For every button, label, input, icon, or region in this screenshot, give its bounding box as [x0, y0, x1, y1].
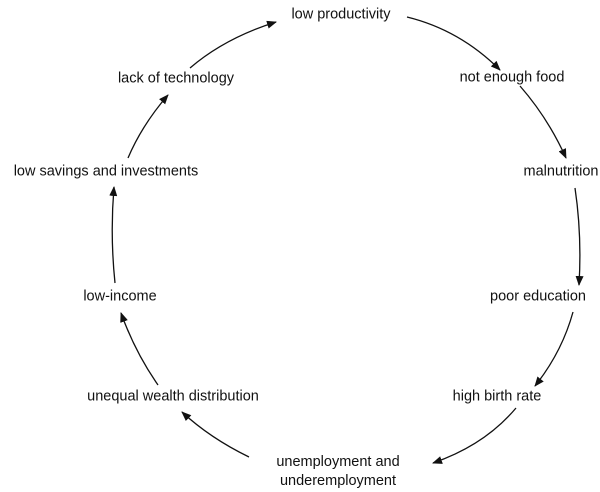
node-not-enough-food: not enough food — [459, 69, 565, 86]
node-unemployment-line2: underemployment — [279, 473, 397, 489]
node-unemployment-line1: unemployment and — [276, 454, 400, 470]
arrow-malnutrition-to-education — [574, 187, 584, 286]
node-malnutrition: malnutrition — [523, 163, 599, 180]
node-low-income: low-income — [83, 288, 157, 305]
node-low-productivity: low productivity — [291, 6, 391, 23]
node-high-birth-rate: high birth rate — [452, 388, 542, 405]
arrow-food-to-malnutrition — [519, 85, 567, 159]
arrow-unequal-to-lowincome — [120, 312, 159, 386]
node-unemployment: unemployment and underemployment — [276, 453, 399, 491]
arrow-education-to-birthrate — [534, 311, 574, 387]
node-lack-of-technology: lack of technology — [117, 70, 235, 87]
arrow-savings-to-technology — [127, 94, 169, 159]
node-unequal-wealth-distribution: unequal wealth distribution — [87, 388, 259, 405]
arrow-unemployment-to-unequal — [181, 411, 250, 458]
node-poor-education: poor education — [490, 288, 586, 305]
arrow-technology-to-productivity — [189, 20, 277, 69]
arrow-productivity-to-food — [406, 16, 501, 71]
arrow-birthrate-to-unemployment — [432, 407, 517, 464]
arrow-lowincome-to-savings — [109, 186, 118, 284]
node-low-savings: low savings and investments — [13, 163, 199, 180]
